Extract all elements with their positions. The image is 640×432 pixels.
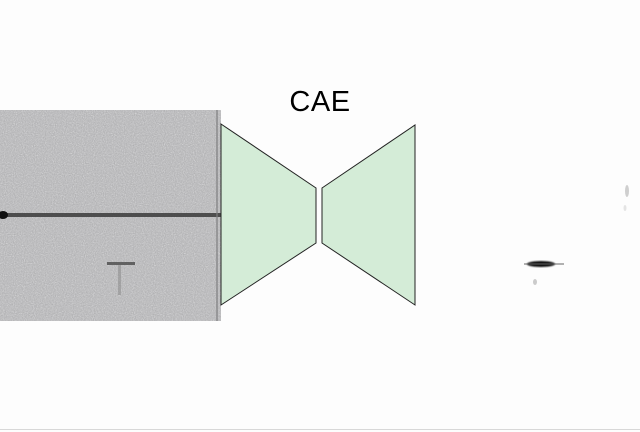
decoder-trapezoid bbox=[321, 124, 416, 306]
input-small-feature bbox=[107, 262, 135, 265]
output-edge-mark bbox=[625, 185, 629, 197]
output-denoised-image bbox=[524, 185, 629, 285]
bottom-divider bbox=[0, 429, 640, 430]
encoder-trapezoid bbox=[220, 123, 317, 306]
input-noisy-image bbox=[0, 110, 221, 321]
input-feature-tail bbox=[118, 265, 121, 295]
output-edge-mark-2 bbox=[623, 205, 627, 211]
input-right-edge-line bbox=[216, 110, 218, 321]
output-faint-spot bbox=[533, 279, 537, 285]
input-streak-edge-spot bbox=[0, 211, 8, 219]
output-feature-line bbox=[524, 263, 564, 265]
input-horizontal-streak bbox=[0, 213, 221, 217]
diagram-title: CAE bbox=[289, 86, 351, 118]
